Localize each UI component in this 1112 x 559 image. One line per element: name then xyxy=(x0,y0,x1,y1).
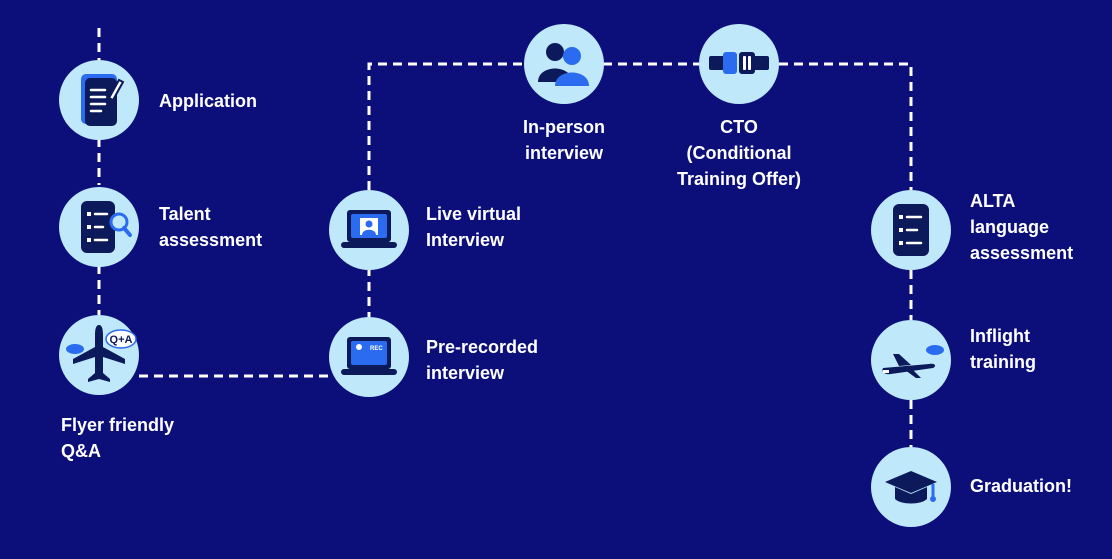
inflight-step-label: Inflight training xyxy=(970,323,1036,375)
talent-step-icon xyxy=(59,187,139,267)
inflight-label-line-2: training xyxy=(970,352,1036,372)
flyer-qa-label-line-1: Flyer friendly xyxy=(61,415,175,435)
prerecorded-label-line-1: Pre-recorded xyxy=(426,337,539,357)
application-step-label: Application xyxy=(159,88,257,114)
alta-step-label: ALTA language assessment xyxy=(970,188,1073,266)
prerecorded-step-icon: REC xyxy=(329,317,409,397)
checklist-magnifier-icon xyxy=(81,201,132,253)
application-label-line-1: Application xyxy=(159,91,257,111)
cto-label-line-3: Training Offer) xyxy=(676,169,801,189)
talent-step-label: Talent assessment xyxy=(159,201,262,253)
inflight-label-line-1: Inflight xyxy=(970,326,1030,346)
seatbelt-buckle-icon xyxy=(709,52,769,74)
alta-label-line-1: ALTA xyxy=(970,191,1016,211)
flyer-qa-step-icon: Q+A xyxy=(59,315,139,395)
graduation-cap-icon xyxy=(885,471,937,504)
inflight-step-icon xyxy=(871,320,951,400)
alta-step-icon xyxy=(871,190,951,270)
flyer-qa-label-line-2: Q&A xyxy=(61,441,101,461)
cto-step-label: CTO (Conditional Training Offer) xyxy=(654,114,824,192)
graduation-step-icon xyxy=(871,447,951,527)
qa-badge-text: Q+A xyxy=(110,334,133,346)
live-virtual-step-icon xyxy=(329,190,409,270)
path-cto-to-alta xyxy=(779,62,913,190)
path-live-to-inperson xyxy=(367,62,525,190)
cto-label-line-2: (Conditional xyxy=(686,143,792,163)
cto-step-icon xyxy=(699,24,779,104)
prerecorded-step-label: Pre-recorded interview xyxy=(426,334,538,386)
cto-label-line-1: CTO xyxy=(720,117,758,137)
flyer-qa-step-label: Flyer friendly Q&A xyxy=(61,412,174,464)
laptop-rec-icon: REC xyxy=(341,337,397,375)
live-virtual-label-line-1: Live virtual xyxy=(426,204,522,224)
inperson-label-line-1: In-person xyxy=(522,117,605,137)
document-pencil-icon xyxy=(81,74,125,126)
alta-label-line-3: assessment xyxy=(970,243,1074,263)
inperson-label-line-2: interview xyxy=(524,143,604,163)
airplane-qa-icon: Q+A xyxy=(66,325,137,382)
checklist-icon xyxy=(893,204,929,256)
alta-label-line-2: language xyxy=(970,217,1050,237)
people-icon xyxy=(538,43,589,86)
inperson-step-label: In-person interview xyxy=(504,114,624,166)
graduation-step-label: Graduation! xyxy=(970,473,1072,499)
graduation-label-line-1: Graduation! xyxy=(970,476,1072,496)
prerecorded-label-line-2: interview xyxy=(426,363,505,383)
talent-label-line-2: assessment xyxy=(159,230,263,250)
talent-label-line-1: Talent xyxy=(159,204,211,224)
live-virtual-step-label: Live virtual Interview xyxy=(426,201,521,253)
laptop-video-call-icon xyxy=(341,210,397,248)
rec-badge-text: REC xyxy=(370,346,383,352)
application-step-icon xyxy=(59,60,139,140)
airplane-landing-icon xyxy=(882,345,944,378)
inperson-step-icon xyxy=(524,24,604,104)
live-virtual-label-line-2: Interview xyxy=(426,230,505,250)
